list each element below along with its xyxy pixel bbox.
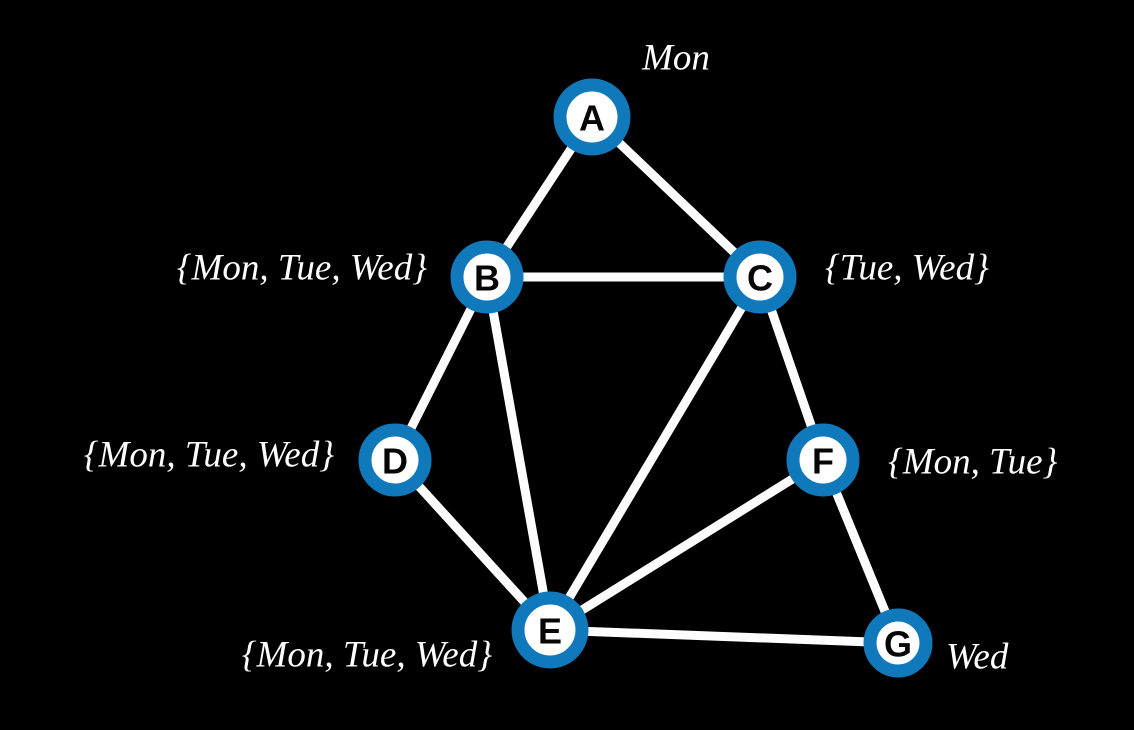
edge-b-e <box>482 272 555 635</box>
domain-label-d: {Mon, Tue, Wed} <box>84 435 334 476</box>
edge-e-f <box>545 455 828 635</box>
node-label-a: A <box>579 98 605 139</box>
node-g[interactable]: G <box>863 608 933 678</box>
node-label-b: B <box>474 258 500 299</box>
domain-labels-layer: Mon {Mon, Tue, Wed} {Tue, Wed} {Mon, Tue, W… <box>84 38 1058 678</box>
domain-label-e: {Mon, Tue, Wed} <box>242 635 492 676</box>
node-b[interactable]: B <box>450 240 524 314</box>
node-label-f: F <box>812 441 834 482</box>
node-circle-c[interactable] <box>723 240 797 314</box>
node-label-c: C <box>747 258 773 299</box>
node-circle-e[interactable] <box>511 591 589 669</box>
node-f[interactable]: F <box>786 423 860 497</box>
node-circle-g[interactable] <box>863 608 933 678</box>
edges-layer <box>390 112 903 648</box>
node-d[interactable]: D <box>358 423 432 497</box>
node-label-e: E <box>538 611 562 652</box>
nodes-layer: A B C D E F G <box>358 78 933 678</box>
domain-label-f: {Mon, Tue} <box>888 442 1058 483</box>
node-c[interactable]: C <box>723 240 797 314</box>
node-circle-a[interactable] <box>553 78 631 156</box>
node-circle-b[interactable] <box>450 240 524 314</box>
domain-label-c: {Tue, Wed} <box>825 248 989 289</box>
domain-label-a: Mon <box>641 38 710 79</box>
domain-label-b: {Mon, Tue, Wed} <box>177 248 427 289</box>
edge-e-g <box>545 625 903 648</box>
node-label-g: G <box>884 624 912 665</box>
node-label-d: D <box>382 441 408 482</box>
edge-a-c <box>587 112 765 282</box>
node-e[interactable]: E <box>511 591 589 669</box>
node-a[interactable]: A <box>553 78 631 156</box>
edge-c-e <box>545 272 765 635</box>
domain-label-g: Wed <box>946 637 1009 678</box>
node-circle-d[interactable] <box>358 423 432 497</box>
node-circle-f[interactable] <box>786 423 860 497</box>
